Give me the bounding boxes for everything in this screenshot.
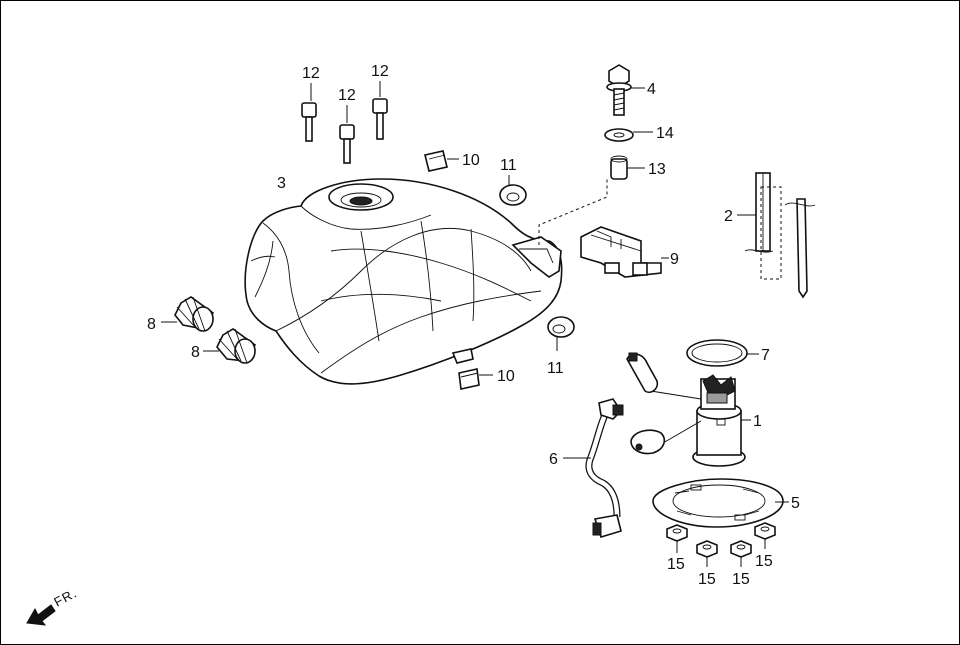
nut-1 bbox=[666, 524, 688, 542]
callout-11-lower: 11 bbox=[547, 360, 564, 377]
callout-5: 5 bbox=[791, 495, 800, 512]
flange-bolt bbox=[606, 64, 632, 116]
collar bbox=[610, 155, 628, 180]
damper-lower bbox=[216, 328, 257, 364]
callout-14: 14 bbox=[656, 125, 674, 142]
callout-10-upper: 10 bbox=[462, 152, 480, 169]
callout-3: 3 bbox=[277, 175, 286, 192]
callout-8-upper: 8 bbox=[147, 316, 156, 333]
callout-4: 4 bbox=[647, 81, 656, 98]
bolt-12-middle bbox=[339, 124, 355, 164]
callout-7: 7 bbox=[761, 347, 770, 364]
nut-2 bbox=[696, 540, 718, 558]
retainer-ring bbox=[652, 478, 784, 528]
damper-upper bbox=[174, 296, 215, 332]
callout-12-middle: 12 bbox=[338, 87, 356, 104]
callout-6: 6 bbox=[549, 451, 558, 468]
callout-15-c: 15 bbox=[732, 571, 750, 588]
callout-12-right: 12 bbox=[371, 63, 389, 80]
fuel-hose bbox=[585, 398, 624, 538]
callout-11-upper: 11 bbox=[500, 157, 517, 174]
washer bbox=[604, 128, 634, 142]
callout-15-d: 15 bbox=[755, 553, 773, 570]
front-direction-label: FR. bbox=[51, 585, 79, 609]
o-ring bbox=[686, 339, 748, 367]
callout-12-left: 12 bbox=[302, 65, 320, 82]
nut-3 bbox=[730, 540, 752, 558]
bolt-12-right bbox=[372, 98, 388, 140]
clip-lower bbox=[458, 368, 480, 390]
grommet-lower bbox=[547, 316, 575, 338]
front-direction-arrow-icon bbox=[26, 604, 56, 626]
callout-10-lower: 10 bbox=[497, 368, 515, 385]
callout-1: 1 bbox=[753, 413, 762, 430]
callout-15-a: 15 bbox=[667, 556, 685, 573]
callout-13: 13 bbox=[648, 161, 666, 178]
nut-4 bbox=[754, 522, 776, 540]
fuel-tank bbox=[244, 178, 563, 385]
grommet-upper bbox=[499, 184, 527, 206]
callout-9: 9 bbox=[670, 251, 679, 268]
mounting-bracket bbox=[580, 226, 662, 278]
fuel-pump-assembly bbox=[626, 352, 746, 467]
clip-upper bbox=[424, 150, 448, 172]
callout-2: 2 bbox=[724, 208, 733, 225]
callout-8-lower: 8 bbox=[191, 344, 200, 361]
callout-15-b: 15 bbox=[698, 571, 716, 588]
tube-set bbox=[744, 172, 816, 299]
bolt-12-left bbox=[301, 102, 317, 142]
